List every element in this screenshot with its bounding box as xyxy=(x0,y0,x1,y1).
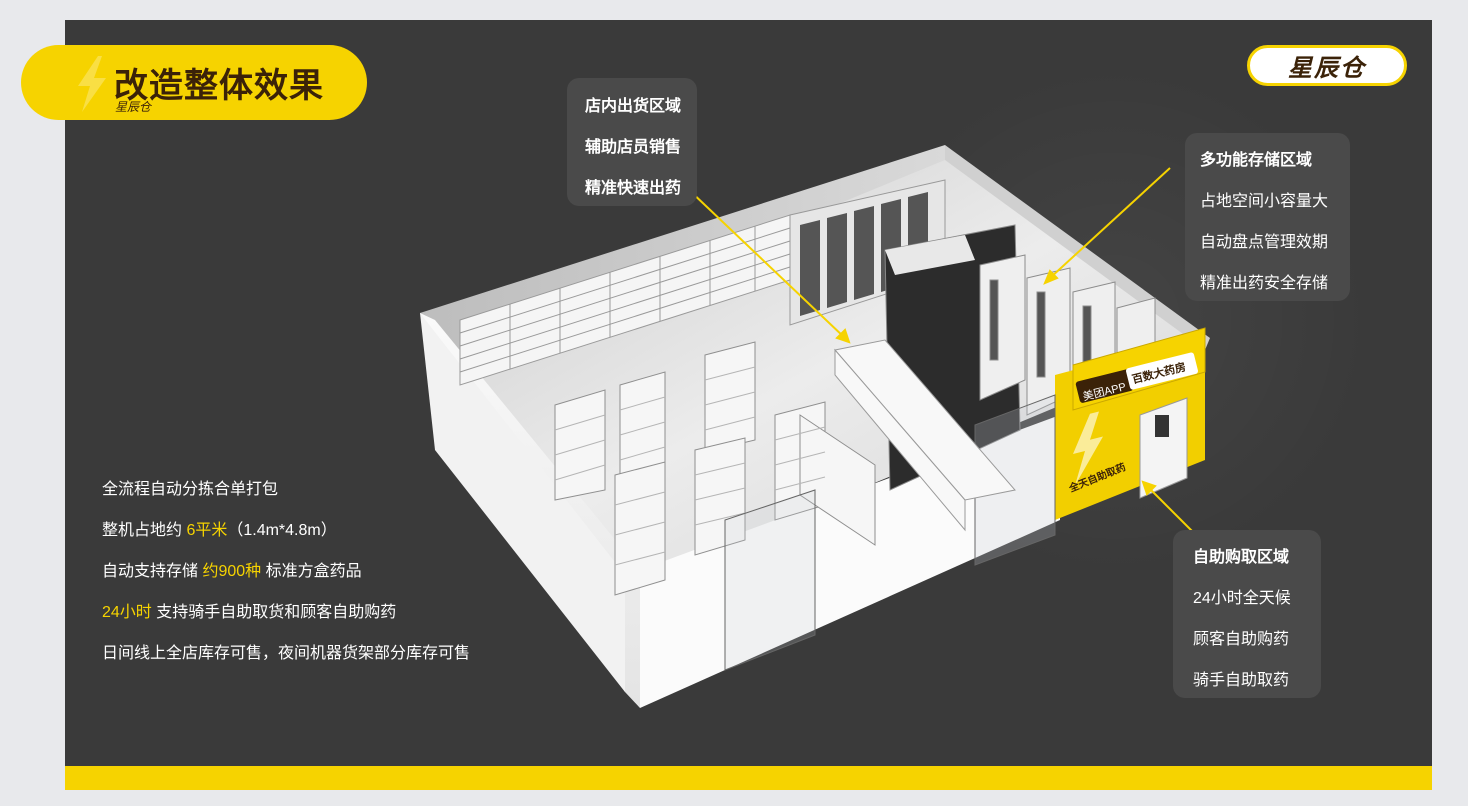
feature-text: （1.4m*4.8m） xyxy=(227,522,337,539)
page-title: 改造整体效果 xyxy=(114,67,324,105)
brand-logo-text: 星辰仓 xyxy=(1288,55,1366,82)
fridges xyxy=(789,179,946,326)
callout-title: 多功能存储区域 xyxy=(1200,152,1313,169)
store-illustration: 美团APP 百数大药房 全天自助取药 xyxy=(420,145,1210,708)
feature-item: 全流程自动分拣合单打包 xyxy=(102,469,470,510)
callout-storage-area: 多功能存储区域 占地空间小容量大 自动盘点管理效期 精准出药安全存储 xyxy=(1185,133,1350,301)
callout-line: 精准出药安全存储 xyxy=(1200,275,1329,292)
callout-pointers xyxy=(686,167,1199,538)
feature-item: 整机占地约 6平米（1.4m*4.8m） xyxy=(102,510,470,551)
feature-text: 全流程自动分拣合单打包 xyxy=(102,481,279,498)
lightning-bolt-icon xyxy=(78,56,106,112)
feature-text: 自动支持存储 xyxy=(102,563,203,580)
feature-text: 日间线上全店库存可售，夜间机器货架部分库存可售 xyxy=(102,645,471,662)
feature-highlight: 24小时 xyxy=(102,604,152,621)
bottom-accent-bar xyxy=(65,766,1432,790)
callout-line: 自动盘点管理效期 xyxy=(1200,234,1329,251)
counter xyxy=(834,339,1016,532)
glass-partition xyxy=(974,394,1056,566)
callout-line: 占地空间小容量大 xyxy=(1200,193,1329,210)
feature-highlight: 6平米 xyxy=(186,522,228,539)
callout-store-area: 店内出货区域 辅助店员销售 精准快速出药 xyxy=(567,78,697,206)
callout-self-service: 自助购取区域 24小时全天候 顾客自助购药 骑手自助取药 xyxy=(1173,530,1321,698)
callout-title: 自助购取区域 xyxy=(1193,549,1290,566)
kiosk: 美团APP 百数大药房 全天自助取药 xyxy=(1055,327,1206,520)
feature-item: 日间线上全店库存可售，夜间机器货架部分库存可售 xyxy=(102,633,470,674)
front-glass-door xyxy=(724,489,816,671)
callout-line: 24小时全天候 xyxy=(1193,590,1291,607)
feature-list: 全流程自动分拣合单打包 整机占地约 6平米（1.4m*4.8m） 自动支持存储 … xyxy=(102,469,470,674)
feature-highlight: 约900种 xyxy=(202,563,262,580)
callout-line: 辅助店员销售 xyxy=(585,139,682,156)
feature-text: 整机占地约 xyxy=(102,522,187,539)
title-pill xyxy=(21,45,367,120)
feature-item: 24小时 支持骑手自助取货和顾客自助购药 xyxy=(102,592,470,633)
lightning-bolt-icon xyxy=(1073,411,1103,486)
feature-text: 支持骑手自助取货和顾客自助购药 xyxy=(151,604,397,621)
feature-item: 自动支持存储 约900种 标准方盒药品 xyxy=(102,551,470,592)
feature-text: 标准方盒药品 xyxy=(261,563,362,580)
callout-line: 店内出货区域 xyxy=(585,98,682,115)
callout-line: 精准快速出药 xyxy=(585,180,682,197)
callout-line: 骑手自助取药 xyxy=(1193,672,1290,689)
right-wall xyxy=(945,145,1210,350)
brand-logo: 星辰仓 xyxy=(1247,45,1407,86)
page-subtitle: 星辰仓 xyxy=(115,100,152,114)
callout-line: 顾客自助购药 xyxy=(1193,631,1290,648)
